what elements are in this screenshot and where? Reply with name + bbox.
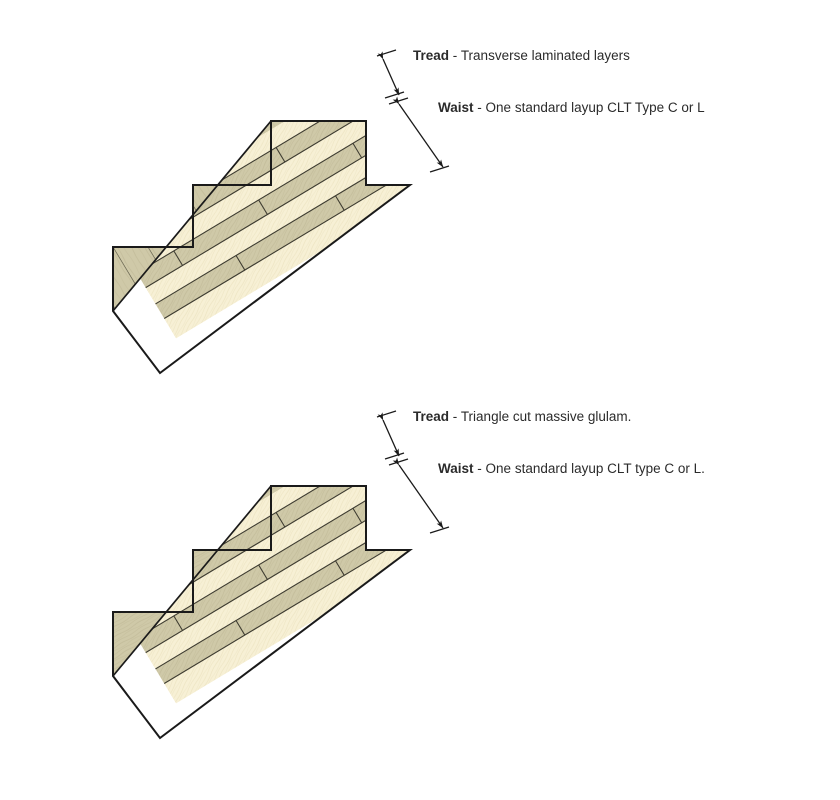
lower-tread-separator: - bbox=[452, 409, 458, 424]
upper-waist-ext-line-top bbox=[388, 97, 409, 105]
lower-waist-ext-line-top bbox=[388, 458, 409, 466]
upper-waist-term: Waist bbox=[438, 100, 474, 115]
upper-waist-label: Waist - One standard layup CLT Type C or… bbox=[438, 100, 705, 116]
lower-waist-label: Waist - One standard layup CLT type C or… bbox=[438, 461, 705, 477]
upper-waist-ext-line-bottom bbox=[429, 165, 450, 173]
upper-tread-description: Transverse laminated layers bbox=[460, 48, 630, 63]
lower-tread-term: Tread bbox=[413, 409, 450, 424]
upper-tread-label: Tread - Transverse laminated layers bbox=[413, 48, 630, 64]
lower-waist-description: One standard layup CLT type C or L. bbox=[485, 461, 705, 476]
lower-tread-thickness-arrow bbox=[377, 412, 400, 457]
lower-waist-term: Waist bbox=[438, 461, 474, 476]
lower-stair-outline bbox=[112, 485, 413, 740]
upper-waist-description: One standard layup CLT Type C or L bbox=[485, 100, 705, 115]
lower-tread-label: Tread - Triangle cut massive glulam. bbox=[413, 409, 631, 425]
lower-stair-diagram bbox=[112, 485, 413, 740]
lower-waist-ext-line-bottom bbox=[429, 526, 450, 534]
upper-stair-outline bbox=[112, 120, 413, 375]
upper-waist-separator: - bbox=[477, 100, 482, 115]
upper-tread-ext-line-bottom bbox=[384, 91, 405, 99]
upper-dimension-group bbox=[376, 49, 450, 173]
upper-tread-ext-line-top bbox=[376, 49, 397, 57]
lower-waist-separator: - bbox=[477, 461, 482, 476]
lower-tread-description: Triangle cut massive glulam. bbox=[460, 409, 632, 424]
upper-stair-diagram bbox=[112, 120, 413, 375]
upper-tread-separator: - bbox=[452, 48, 458, 63]
upper-tread-term: Tread bbox=[413, 48, 450, 63]
upper-waist-thickness-arrow bbox=[392, 96, 444, 168]
lower-tread-ext-line-bottom bbox=[384, 452, 405, 460]
lower-tread-ext-line-top bbox=[376, 410, 397, 418]
lower-dimension-group bbox=[376, 410, 450, 534]
lower-waist-thickness-arrow bbox=[392, 457, 444, 529]
upper-tread-thickness-arrow bbox=[377, 51, 400, 96]
